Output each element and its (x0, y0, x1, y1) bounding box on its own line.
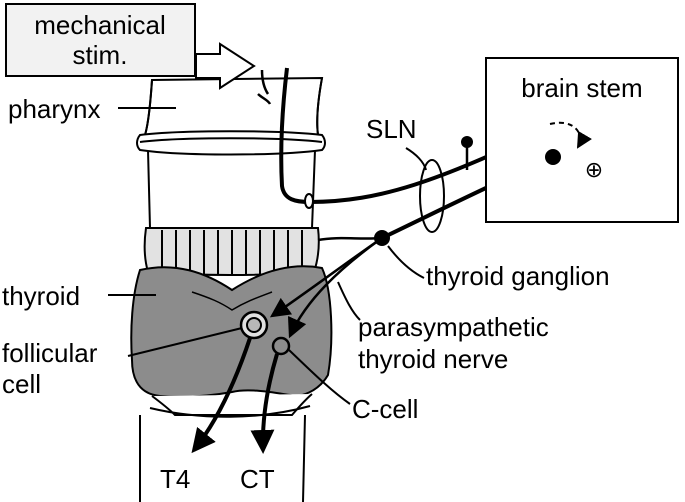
thyroid-isthmus-highlight (191, 291, 273, 311)
follicular-cell-label-2: cell (2, 369, 41, 399)
pharynx-outline (144, 77, 323, 136)
ganglion-to-trachea-fiber (317, 236, 383, 242)
stimulus-arrow (195, 42, 256, 90)
mechanical-stim-box: mechanical stim. (5, 3, 196, 77)
sensory-fiber-ending (257, 69, 272, 105)
postganglionic-fiber-ccell (287, 236, 383, 339)
trachea-lower-rings (149, 405, 311, 418)
follicular-cell-label-1: follicular (2, 338, 98, 368)
thyroid-label: thyroid (2, 281, 80, 311)
ct-label: CT (240, 464, 275, 494)
thyroid-ganglion-node (374, 230, 390, 246)
c-cell (271, 336, 291, 356)
trachea-lower (151, 393, 313, 416)
follicular-cell-leader (127, 327, 243, 357)
sln-nerve-sheath (419, 159, 445, 233)
thyroid-ganglion-label: thyroid ganglion (426, 261, 610, 291)
follicular-cell (239, 310, 269, 340)
t4-arrow (191, 337, 252, 454)
sln-label: SLN (366, 114, 417, 144)
thyroid-ganglion-leader (387, 245, 425, 279)
excitatory-plus-symbol: ⊕ (585, 157, 603, 182)
t4-label: T4 (160, 464, 190, 494)
brain-stem-label: brain stem (521, 73, 642, 103)
c-cell-label: C-cell (352, 394, 418, 424)
parasympathetic-leader (337, 281, 361, 321)
parasympathetic-label-2: thyroid nerve (358, 344, 508, 374)
parasympathetic-label-1: parasympathetic (358, 312, 549, 342)
brain-stem-feedback-arrow (549, 121, 592, 149)
cartilage-ring (136, 130, 326, 156)
trachea (139, 76, 324, 502)
mechanical-stim-label-2: stim. (73, 40, 128, 70)
brain-stem-neuron (545, 149, 561, 165)
ct-arrow (250, 353, 279, 454)
sln-afferent-fiber (279, 67, 549, 205)
sln-label-leader (405, 147, 427, 171)
afferent-origin-marker (304, 193, 314, 209)
synaptic-terminal (461, 136, 473, 170)
cricoid-cartilage (143, 227, 320, 276)
pharynx-label: pharynx (8, 94, 101, 124)
mechanical-stim-label-1: mechanical (34, 10, 166, 40)
c-cell-leader (288, 349, 351, 405)
